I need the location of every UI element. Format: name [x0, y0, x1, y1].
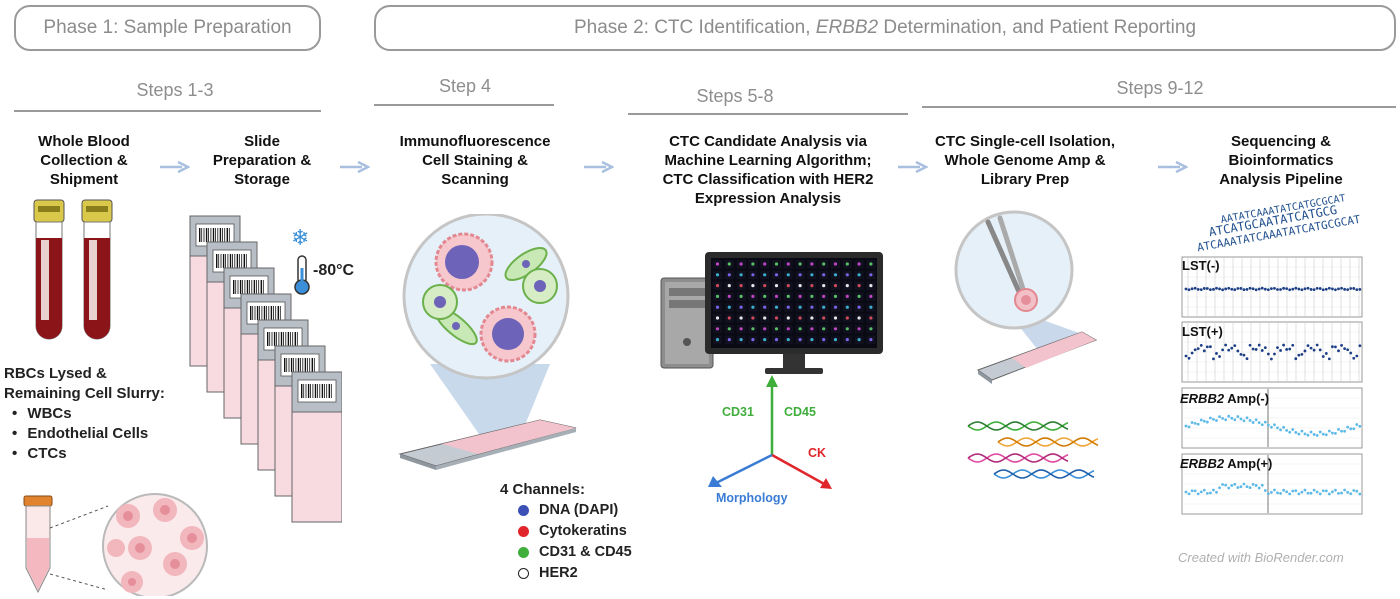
- cnv-panel: [1181, 453, 1363, 515]
- axis-morphology: Morphology: [716, 491, 788, 505]
- single-cell-isolation-illustration: [954, 210, 1098, 384]
- cnv-panel: [1181, 321, 1363, 383]
- steps-5-8: Steps 5-8: [696, 86, 774, 106]
- storage-temperature: -80°C: [313, 262, 355, 279]
- blood-tube-right: [81, 199, 113, 340]
- panel-erbb2-pos-label: ERBB2 Amp(+): [1180, 456, 1273, 471]
- microscope-slide: [398, 419, 577, 470]
- channel-cd31-cd45: CD31 & CD45: [518, 544, 632, 560]
- storage-slide: [291, 371, 342, 523]
- cnv-panel: [1181, 256, 1363, 318]
- blood-tubes-illustration: [33, 199, 113, 340]
- phase-2-label: Phase 2: CTC Identification, ERBB2 Deter…: [573, 17, 1197, 38]
- blood-tube-left: [33, 199, 65, 340]
- channels-title: 4 Channels:: [500, 481, 586, 498]
- cnv-plots: [1181, 256, 1363, 515]
- classification-axes: [708, 375, 832, 489]
- cnv-panel: [1181, 387, 1363, 449]
- axis-ck: CK: [808, 446, 827, 460]
- conical-tube-icon: [23, 495, 53, 594]
- dna-library-illustration: [967, 421, 1099, 479]
- computer-tower: [660, 277, 714, 369]
- steps-4-rule: [374, 104, 554, 106]
- steps-1-3-rule: [14, 110, 321, 112]
- dna-strand: [967, 453, 1069, 463]
- channel-dapi: DNA (DAPI): [518, 502, 618, 518]
- channel-dapi-dot: [518, 504, 529, 516]
- isolation-magnifier: [954, 210, 1074, 330]
- flow-arrow-1: [160, 161, 190, 173]
- flow-arrow-4: [898, 161, 928, 173]
- flow-arrow-3: [584, 161, 614, 173]
- flow-arrow-5: [1158, 161, 1188, 173]
- panel-lst-pos-label: LST(+): [1182, 324, 1223, 339]
- computer-monitor: [705, 252, 883, 374]
- channel-her2: HER2: [518, 565, 578, 581]
- snowflake-icon: ❄: [291, 226, 310, 251]
- cell-slurry-illustration: [23, 493, 208, 596]
- computer-illustration: [660, 252, 883, 374]
- immunofluorescence-illustration: [398, 214, 577, 470]
- panel-lst-neg-label: LST(-): [1182, 258, 1220, 273]
- panel-erbb2-neg-label: ERBB2 Amp(-): [1180, 391, 1270, 406]
- axis-cd45: CD45: [784, 405, 816, 419]
- flow-arrow-2: [340, 161, 370, 173]
- channel-her2-dot: [518, 567, 529, 579]
- steps-9-12: Steps 9-12: [1116, 78, 1204, 98]
- isolation-slide: [976, 331, 1098, 384]
- steps-9-12-rule: [922, 106, 1396, 108]
- channel-cytokeratins-dot: [518, 525, 529, 537]
- biorender-credit: Created with BioRender.com: [1178, 550, 1344, 565]
- tweezers-icon: [985, 215, 1027, 297]
- phase-1-box: Phase 1: Sample Preparation: [14, 5, 321, 51]
- steps-5-8-rule: [628, 113, 908, 115]
- dna-strand: [997, 437, 1099, 447]
- phase-1-label: Phase 1: Sample Preparation: [43, 17, 292, 38]
- stage-single-cell-isolation: CTC Single-cell Isolation,Whole Genome A…: [934, 133, 1116, 188]
- slide-stack-illustration: [189, 215, 342, 523]
- dna-strand: [967, 421, 1069, 431]
- steps-1-3: Steps 1-3: [136, 80, 214, 100]
- phase-2-box: Phase 2: CTC Identification, ERBB2 Deter…: [374, 5, 1396, 51]
- rbc-description: RBCs Lysed & Remaining Cell Slurry: • WB…: [4, 365, 165, 462]
- steps-4: Step 4: [438, 76, 492, 96]
- thermometer-icon: [294, 255, 310, 295]
- axis-cd31: CD31: [722, 405, 754, 419]
- channel-cd31-dot: [518, 546, 529, 558]
- channel-cytokeratins: Cytokeratins: [518, 523, 627, 539]
- dna-strand: [993, 469, 1095, 479]
